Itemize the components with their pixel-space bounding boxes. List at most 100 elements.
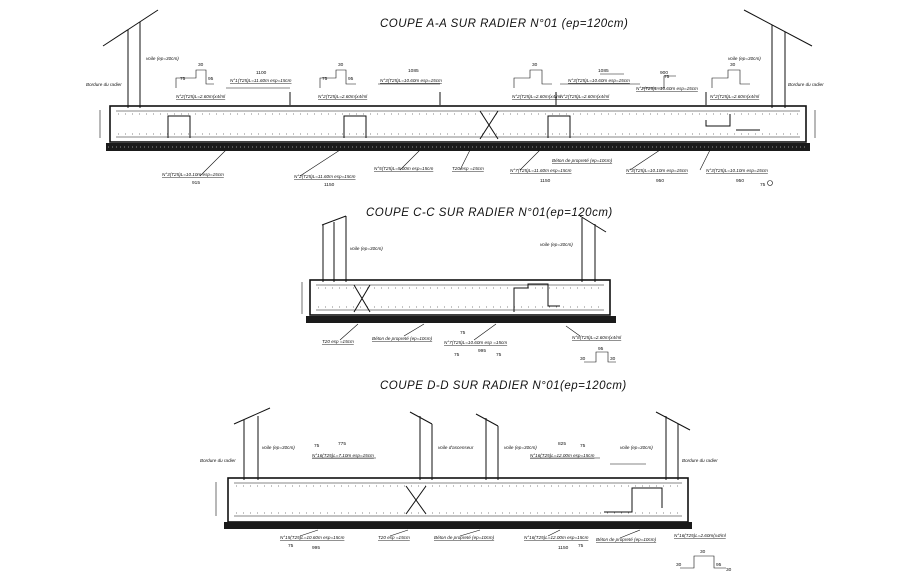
- section-d-bordure-right-label: Bordure du radier: [682, 458, 718, 463]
- section-a-stirrup-2: [343, 115, 367, 138]
- section-a-bottom-bar-2: N°2(T25)L=11.60m esp=15cm: [294, 174, 356, 179]
- section-a-bordure-left-label: Bordure du radier: [86, 82, 122, 87]
- section-a-dim-e2: 75: [760, 182, 766, 188]
- section-a-bottom-bar-5: N°7(T25)L=11.60m esp=15cm: [510, 168, 572, 173]
- section-a-bar-1: N°2(T25)L=2.60m(x4/ml: [176, 94, 226, 99]
- section-d-left-voile: [233, 407, 271, 480]
- section-a-right-roof: [743, 9, 813, 47]
- section-a-left-roof: [102, 9, 159, 47]
- section-a-right-voile: [771, 25, 786, 108]
- section-a-voile-right-label: voile (ep=30cm): [728, 56, 761, 61]
- section-d-voile-4-label: voile (ep=30cm): [620, 445, 653, 450]
- section-a-base-concrete: [106, 143, 810, 151]
- section-a-end-marker: [767, 180, 773, 186]
- section-d-dim-b1: 75: [288, 543, 294, 549]
- section-a-bar-4: N°3(T25)L=10.60m esp=15cm: [380, 78, 442, 83]
- section-a-voile-left-label: voile (ep=30cm): [146, 56, 179, 61]
- section-a-bar-5: N°2(T25)L=2.60m(x4/ml: [512, 94, 562, 99]
- section-c-dim-d1: 75: [460, 330, 466, 336]
- section-a-dim-h3: 75: [322, 76, 328, 82]
- section-a-hook-4: [711, 69, 750, 88]
- section-c-dim-d7: 30: [610, 356, 616, 362]
- section-d: Bordure du radier voile (ep=30cm) voile …: [200, 407, 732, 573]
- section-a-rebar-dots: [118, 113, 798, 135]
- section-a-bottom-bar-3: N°5(T25)L=9.00m esp=15cm: [374, 166, 433, 171]
- section-a-hook-2: [319, 69, 356, 88]
- section-d-top-bar-2: N°16(T25)L=12.00m esp=15cm: [530, 453, 595, 458]
- section-d-bottom-bar-2: T20 esp =15cm: [378, 535, 410, 540]
- section-a-stirrup-1: [167, 115, 191, 138]
- section-a-dim-d8: 30: [730, 62, 736, 68]
- section-a-left-voile: [127, 22, 141, 108]
- section-a-dim-db3: 1150: [540, 178, 551, 184]
- section-c: voile (ep=30cm) voile (ep=30cm) T20 esp …: [301, 215, 622, 363]
- section-a-hook-1: [175, 69, 214, 88]
- section-d-dim-t4: 75: [580, 443, 586, 449]
- section-d-bordure-left-label: Bordure du radier: [200, 458, 236, 463]
- section-a-title: COUPE A-A SUR RADIER N°01 (ep=120cm): [380, 18, 629, 30]
- section-a-dim-d2: 30: [338, 62, 344, 68]
- section-a-hook-3: [513, 69, 552, 88]
- section-d-voile-3-label: voile (ep=30cm): [504, 445, 537, 450]
- section-c-title: COUPE C-C SUR RADIER N°01(ep=120cm): [366, 207, 613, 219]
- section-a-dim-h1: 75: [180, 76, 186, 82]
- section-d-dim-s4: 30: [726, 567, 732, 573]
- section-c-dim-d5: 30: [580, 356, 586, 362]
- section-a-bottom-bar-6: Béton de propreté (ep=10cm): [552, 158, 613, 163]
- section-c-x-marker: [353, 284, 371, 313]
- section-d-dim-b2: 995: [312, 545, 320, 551]
- section-c-dim-d6: 95: [598, 346, 604, 352]
- section-c-slab: [309, 279, 611, 316]
- section-a-dim-db1: 915: [192, 180, 200, 186]
- section-d-right-voile: [655, 411, 691, 480]
- section-a-rebars: [116, 110, 800, 138]
- section-d-bottom-bar-4: N°16(T25)L=12.00m esp=15cm: [524, 535, 589, 540]
- section-c-hook: [584, 351, 616, 363]
- section-d-voile-3: [475, 413, 499, 480]
- section-a-dim-db2: 1150: [324, 182, 335, 188]
- section-a-bar-7: N°2(T25)L=2.60m(x4/ml: [560, 94, 610, 99]
- section-a-dim-h4: 95: [348, 76, 354, 82]
- section-d-dim-s3: 95: [716, 562, 722, 568]
- section-d-dim-b4: 75: [578, 543, 584, 549]
- section-a-dim-d3: 1100: [256, 70, 267, 76]
- section-c-bottom-bar-1: T20 esp =15cm: [322, 339, 354, 344]
- section-a-dim-e1: 75: [664, 74, 670, 80]
- section-d-dim-s1: 30: [676, 562, 682, 568]
- section-c-voile-left-label: voile (ep=30cm): [350, 246, 383, 251]
- section-c-dim-d3: 75: [496, 352, 502, 358]
- section-a-bottom-bar-7: N°3(T25)L=10.10m esp=15cm: [626, 168, 688, 173]
- section-c-stirrup: [513, 283, 560, 312]
- section-d-voile-1-label: voile (ep=30cm): [262, 445, 295, 450]
- section-d-bottom-bar-1: N°15(T25)L=10.60m esp=15cm: [280, 535, 345, 540]
- section-a-bar-8: N°2(T25)L=10.60m esp=15cm: [636, 86, 698, 91]
- section-a-bar-9: N°2(T25)L=2.60m(x4/ml: [710, 94, 760, 99]
- section-a-dim-h2: 95: [208, 76, 214, 82]
- section-a-bar-3: N°2(T25)L=2.60m(x4/ml: [318, 94, 368, 99]
- section-d-hook: [680, 555, 726, 569]
- section-d-top-bar-1: N°16(T25)L=7.10m esp=15cm: [312, 453, 374, 458]
- section-d-slab: [227, 477, 689, 523]
- section-a-voile-stubs: [289, 92, 707, 105]
- section-c-rebars: [316, 284, 604, 311]
- section-a-dim-d5: 1085: [598, 68, 609, 74]
- section-a-bar-2: N°1(T25)L=11.60m esp=15cm: [230, 78, 292, 83]
- section-d-dim-t2: 775: [338, 441, 346, 447]
- section-d-dim-t1: 75: [314, 443, 320, 449]
- section-a-bordure-right-label: Bordure du radier: [788, 82, 824, 87]
- section-d-dim-b3: 1150: [558, 545, 569, 551]
- section-a-bottom-bar-1: N°3(T25)L=10.10m esp=15cm: [162, 172, 224, 177]
- section-c-dim-d2: 995: [478, 348, 486, 354]
- section-a-dim-db5: 950: [736, 178, 744, 184]
- section-d-voile-2-label: voile d'ascenseur: [438, 445, 474, 450]
- section-a-dim-d7: 30: [532, 62, 538, 68]
- section-c-bottom-bar-4: N°8(T25)L=2.60m(x4/ml: [572, 335, 622, 340]
- section-d-voile-2: [409, 411, 433, 480]
- section-c-voile-right-label: voile (ep=30cm): [540, 242, 573, 247]
- section-d-base-concrete: [224, 522, 692, 529]
- section-c-bottom-bar-2: Béton de propreté (ep=10cm): [372, 336, 433, 341]
- section-c-left-voile: [321, 215, 347, 282]
- section-a: voile (ep=30cm) voile (ep=30cm) Bordure …: [86, 9, 824, 188]
- section-d-bottom-bar-5: Béton de propreté (ep=10cm): [596, 537, 657, 542]
